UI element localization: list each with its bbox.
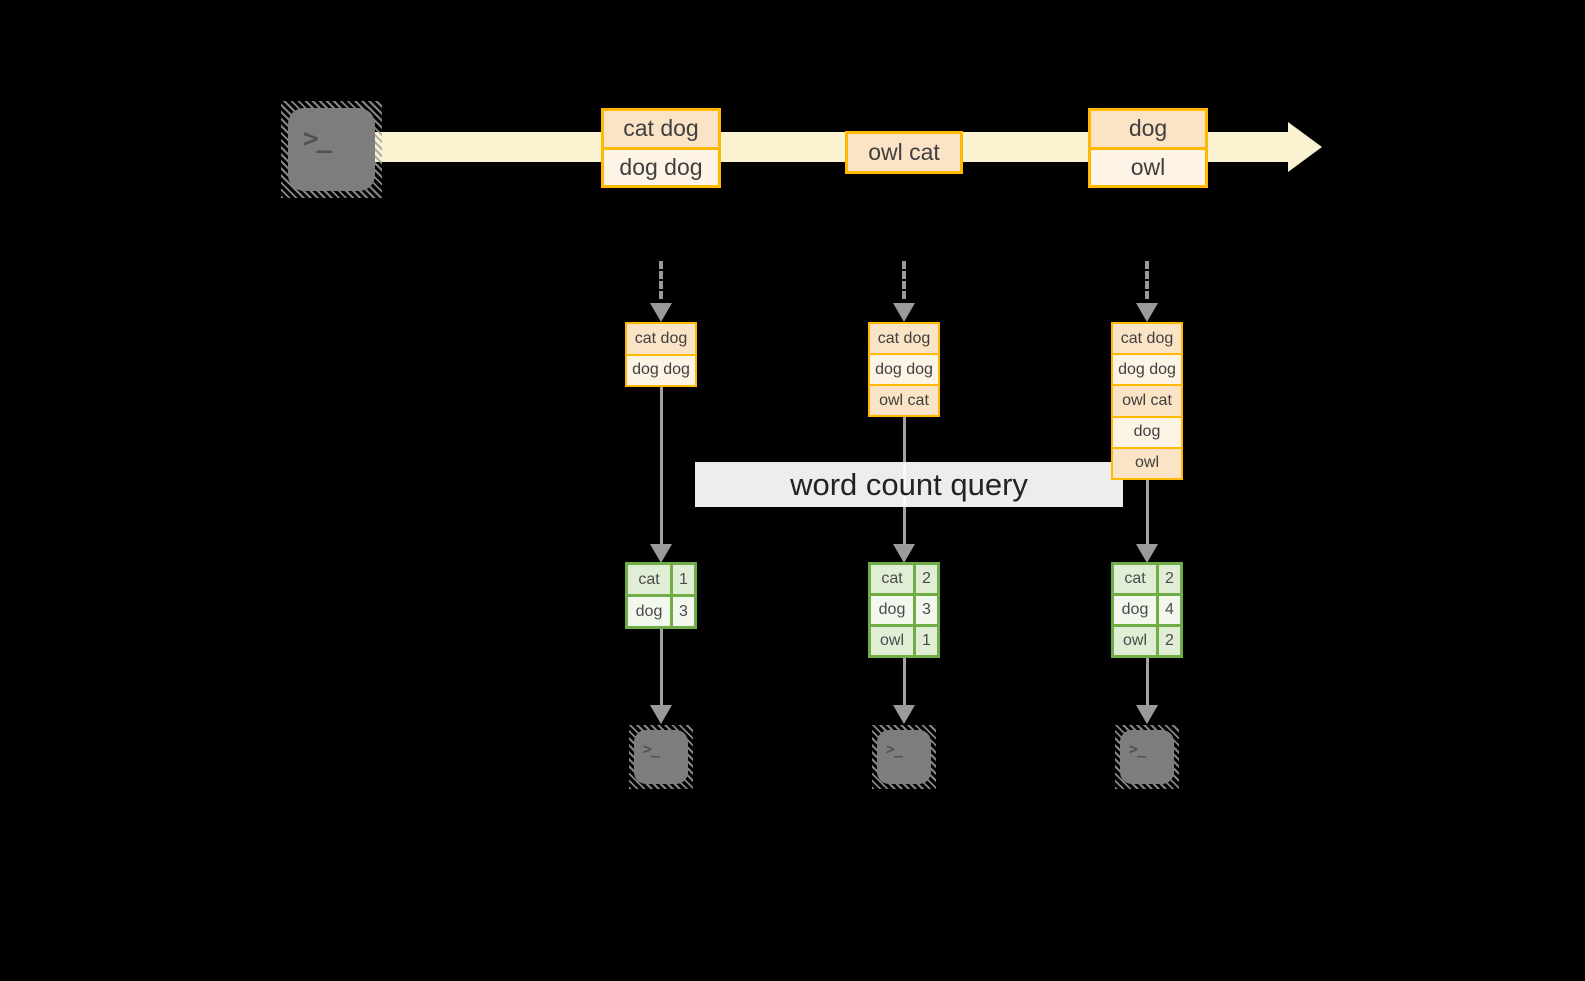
stream-record: owl xyxy=(1091,149,1205,185)
word-cell: cat xyxy=(871,565,913,593)
arrow-head-icon xyxy=(1136,705,1158,724)
terminal-prompt-glyph: >_ xyxy=(886,740,903,758)
result-table-1: cat 1 dog 3 xyxy=(625,562,697,629)
dashed-arrow-line xyxy=(902,261,906,299)
word-cell: dog xyxy=(1114,596,1156,624)
arrow-head-icon xyxy=(1136,544,1158,563)
terminal-prompt-glyph: >_ xyxy=(303,124,332,154)
count-cell: 4 xyxy=(1159,596,1180,624)
count-cell: 2 xyxy=(916,565,937,593)
word-cell: owl xyxy=(871,627,913,655)
state-record: dog xyxy=(1113,417,1181,447)
stream-box-1: cat dog dog dog xyxy=(601,108,721,188)
arrow-line xyxy=(903,658,906,705)
table-row: cat 2 xyxy=(1114,565,1180,593)
arrow-line xyxy=(1146,658,1149,705)
state-box-3: cat dog dog dog owl cat dog owl xyxy=(1111,322,1183,480)
count-cell: 2 xyxy=(1159,565,1180,593)
state-record: dog dog xyxy=(627,355,695,385)
state-record: owl cat xyxy=(1113,386,1181,416)
arrow-head-icon xyxy=(893,544,915,563)
stream-box-3: dog owl xyxy=(1088,108,1208,188)
arrow-head-icon xyxy=(650,705,672,724)
count-cell: 1 xyxy=(673,565,694,594)
state-record: owl cat xyxy=(870,386,938,415)
dashed-arrow-head-icon xyxy=(1136,303,1158,322)
source-terminal-screen: >_ xyxy=(288,108,375,191)
source-terminal-icon: >_ xyxy=(281,101,382,198)
table-row: dog 4 xyxy=(1114,596,1180,624)
state-record: cat dog xyxy=(627,324,695,354)
table-row: cat 1 xyxy=(628,565,694,594)
state-box-1: cat dog dog dog xyxy=(625,322,697,387)
table-row: dog 3 xyxy=(628,597,694,626)
table-row: owl 1 xyxy=(871,627,937,655)
state-record: dog dog xyxy=(870,355,938,384)
word-cell: cat xyxy=(1114,565,1156,593)
sink-terminal-icon: >_ xyxy=(1115,725,1179,789)
terminal-prompt-glyph: >_ xyxy=(1129,740,1146,758)
count-cell: 2 xyxy=(1159,627,1180,655)
state-record: owl xyxy=(1113,448,1181,479)
arrow-line xyxy=(1146,480,1149,544)
state-record: dog dog xyxy=(1113,355,1181,385)
result-table-3: cat 2 dog 4 owl 2 xyxy=(1111,562,1183,658)
state-record: cat dog xyxy=(1113,324,1181,354)
arrow-head-icon xyxy=(650,544,672,563)
sink-terminal-screen: >_ xyxy=(877,730,931,784)
stream-record: dog xyxy=(1091,111,1205,147)
dashed-arrow-line xyxy=(1145,261,1149,299)
dashed-arrow-head-icon xyxy=(893,303,915,322)
sink-terminal-icon: >_ xyxy=(872,725,936,789)
sink-terminal-screen: >_ xyxy=(1120,730,1174,784)
stream-record: cat dog xyxy=(604,111,718,147)
sink-terminal-icon: >_ xyxy=(629,725,693,789)
state-box-2: cat dog dog dog owl cat xyxy=(868,322,940,417)
count-cell: 3 xyxy=(673,597,694,626)
arrow-head-icon xyxy=(893,705,915,724)
terminal-prompt-glyph: >_ xyxy=(643,740,660,758)
dashed-arrow-line xyxy=(659,261,663,299)
stream-record: dog dog xyxy=(604,149,718,185)
stream-box-2: owl cat xyxy=(845,131,963,174)
query-label-band: word count query xyxy=(695,462,1123,507)
arrow-line xyxy=(660,387,663,544)
dashed-arrow-head-icon xyxy=(650,303,672,322)
state-record: cat dog xyxy=(870,324,938,353)
sink-terminal-screen: >_ xyxy=(634,730,688,784)
stream-record: owl cat xyxy=(848,134,960,171)
table-row: dog 3 xyxy=(871,596,937,624)
word-cell: dog xyxy=(628,597,670,626)
result-table-2: cat 2 dog 3 owl 1 xyxy=(868,562,940,658)
table-row: cat 2 xyxy=(871,565,937,593)
count-cell: 1 xyxy=(916,627,937,655)
count-cell: 3 xyxy=(916,596,937,624)
query-label: word count query xyxy=(790,466,1028,502)
arrow-line xyxy=(660,629,663,705)
table-row: owl 2 xyxy=(1114,627,1180,655)
word-cell: dog xyxy=(871,596,913,624)
word-cell: cat xyxy=(628,565,670,594)
stream-arrow-head-icon xyxy=(1288,122,1322,172)
word-cell: owl xyxy=(1114,627,1156,655)
